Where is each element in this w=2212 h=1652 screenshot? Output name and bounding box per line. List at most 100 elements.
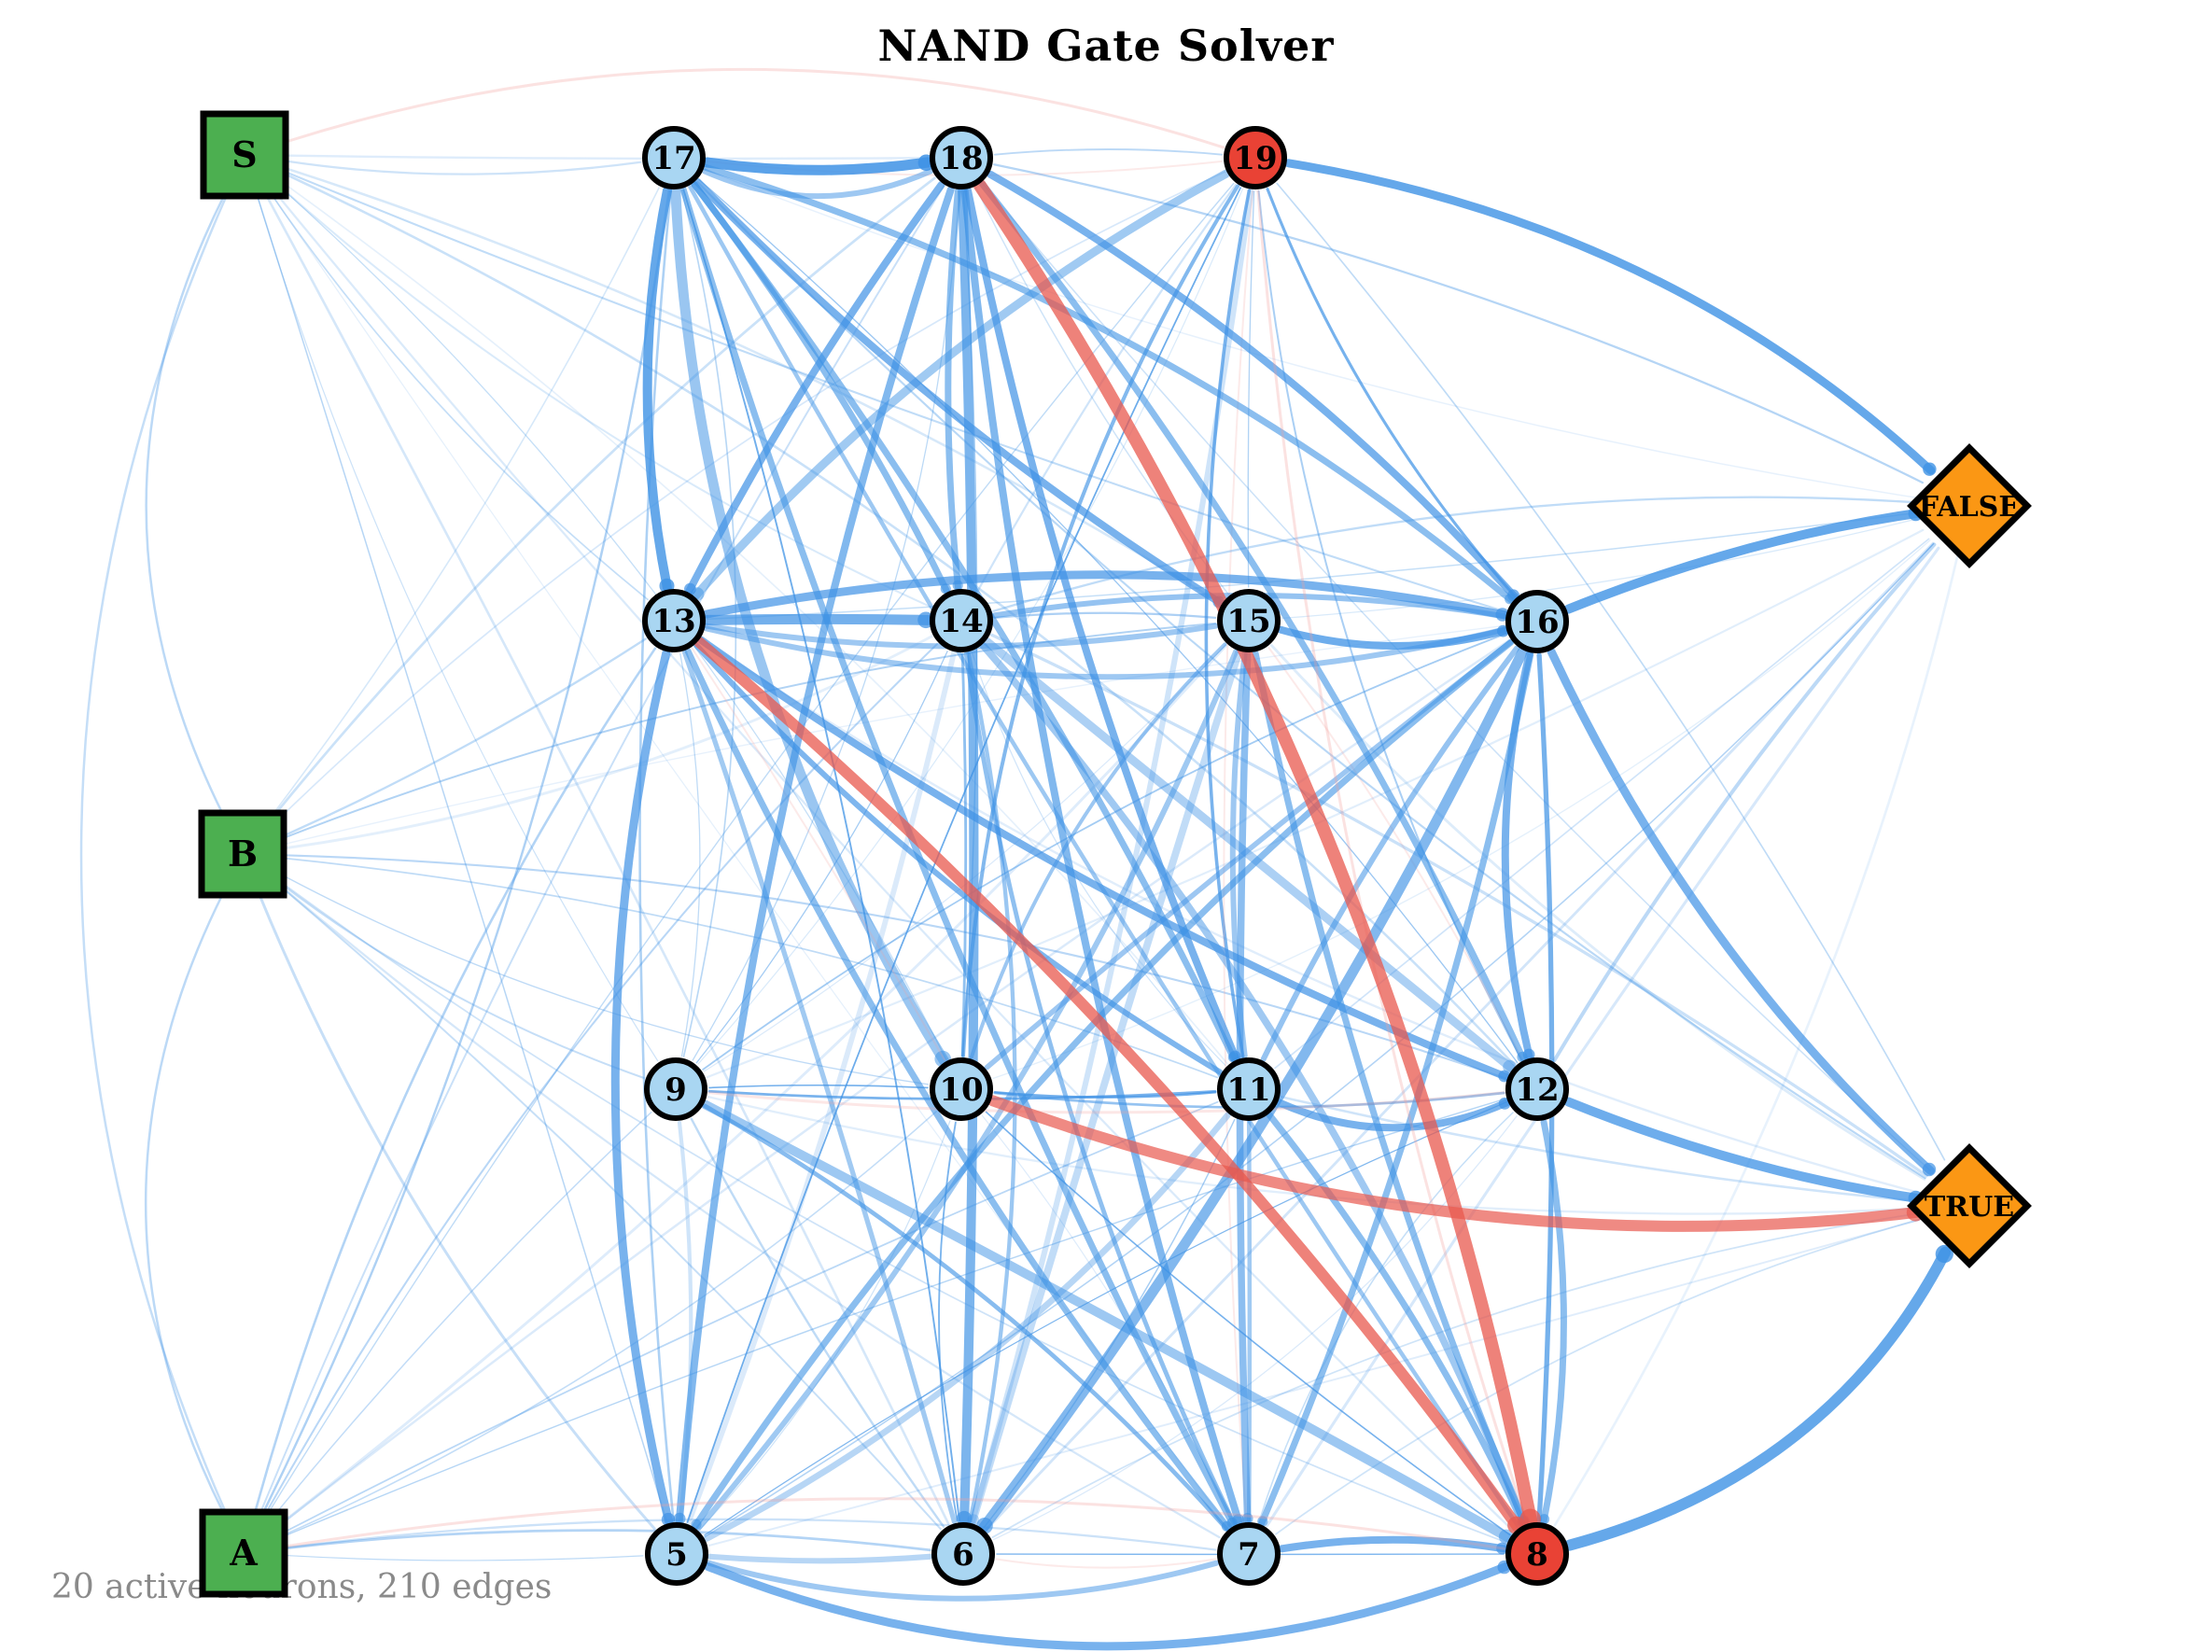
edge-B-16 <box>286 624 1505 845</box>
edge-B-8 <box>277 879 1507 1544</box>
edge-arrowhead <box>1241 1513 1253 1524</box>
edge-13-5 <box>610 649 673 1526</box>
graph-title: NAND Gate Solver <box>877 21 1335 71</box>
node-14: 14 <box>930 589 993 652</box>
edge-8-FALSE <box>1553 555 1959 1527</box>
edge-15-6 <box>969 649 1243 1526</box>
edge-9-FALSE <box>706 528 1925 1079</box>
edge-18-12 <box>978 180 1527 1062</box>
edge-A-5 <box>287 1555 644 1561</box>
edge-15-FALSE <box>1281 517 1920 620</box>
node-10: 10 <box>930 1057 993 1121</box>
edge-S-14 <box>276 183 932 609</box>
edge-A-12 <box>284 1098 1506 1537</box>
edge-17-TRUE <box>696 180 1926 1180</box>
edge-15-9 <box>703 644 1226 1072</box>
edge-5-8 <box>703 1561 1511 1651</box>
edge-18-FALSE <box>993 163 1925 484</box>
circle-marker <box>645 1522 708 1586</box>
edge-15-11 <box>1229 651 1248 1059</box>
circle-marker <box>1505 590 1569 653</box>
edge-arrowhead <box>1517 1051 1528 1063</box>
node-S: S <box>200 110 289 200</box>
circle-marker <box>644 1057 707 1121</box>
edge-17-13 <box>642 186 672 593</box>
node-17: 17 <box>642 126 706 189</box>
circle-marker <box>642 126 706 189</box>
edge-10-6 <box>938 1121 959 1522</box>
circle-marker <box>931 1522 995 1586</box>
edge-B-6 <box>275 882 942 1531</box>
edge-18-16 <box>987 170 1519 601</box>
node-label: 19 <box>1233 140 1277 177</box>
edge-A-17 <box>261 189 671 1515</box>
edge-B-13 <box>282 637 647 837</box>
node-9: 9 <box>644 1057 707 1121</box>
edge-12-7 <box>1258 1112 1514 1523</box>
edge-17-8 <box>688 185 1520 1529</box>
edge-B-5 <box>258 893 656 1531</box>
edge-B-10 <box>281 874 930 1085</box>
edge-17-6 <box>682 189 960 1522</box>
edge-19-5 <box>686 187 1241 1523</box>
edge-13-11 <box>693 642 1224 1075</box>
edge-19-11 <box>1204 189 1252 1058</box>
circle-marker <box>1217 589 1281 652</box>
node-15: 15 <box>1217 589 1281 652</box>
node-label: 14 <box>939 603 983 640</box>
edge-13-16 <box>702 570 1509 620</box>
node-label: TRUE <box>1925 1191 2014 1224</box>
edge-arrowhead <box>1538 1514 1550 1525</box>
edge-17-18 <box>702 157 933 175</box>
edge-17-10 <box>670 186 949 1066</box>
edge-16-TRUE <box>1547 648 1935 1175</box>
diamond-marker <box>1907 1143 2032 1268</box>
edge-B-14 <box>286 635 933 849</box>
node-7: 7 <box>1217 1522 1281 1586</box>
edge-S-6 <box>264 192 950 1526</box>
edge-18-8 <box>973 178 1538 1528</box>
edge-12-TRUE <box>1563 1097 1923 1203</box>
edge-17-18 <box>702 168 933 200</box>
edge-A-7 <box>287 1518 1217 1551</box>
circle-marker <box>1505 1057 1569 1121</box>
edge-15-8 <box>1252 650 1528 1527</box>
node-label: 9 <box>665 1071 687 1109</box>
edge-arrowhead <box>957 1510 973 1527</box>
node-13: 13 <box>642 589 706 652</box>
edges-layer-background <box>254 148 1959 1569</box>
edge-arrowhead <box>1221 1520 1232 1532</box>
edge-13-9 <box>679 652 701 1057</box>
edge-8-TRUE <box>1563 1246 1952 1551</box>
edge-B-18 <box>269 176 936 821</box>
circle-marker <box>930 1057 993 1121</box>
edge-19-FALSE <box>1284 159 1936 475</box>
edge-arrowhead <box>1923 462 1937 476</box>
edge-11-FALSE <box>1274 538 1930 1070</box>
edge-6-FALSE <box>985 541 1935 1532</box>
node-label: 12 <box>1515 1071 1559 1109</box>
edge-17-7 <box>679 187 1237 1528</box>
node-label: FALSE <box>1919 491 2020 524</box>
edge-arrowhead <box>1935 1244 1953 1264</box>
edge-9-8 <box>700 1099 1513 1543</box>
node-label: 7 <box>1238 1536 1260 1574</box>
edge-16-FALSE <box>1563 508 1923 614</box>
edge-B-19 <box>273 171 1226 824</box>
graph-caption: 20 active neurons, 210 edges <box>51 1568 552 1606</box>
node-label: 13 <box>651 603 695 640</box>
node-19: 19 <box>1224 126 1287 189</box>
edge-B-7 <box>275 881 1221 1539</box>
node-label: 11 <box>1226 1071 1270 1109</box>
edge-arrowhead <box>673 1512 686 1525</box>
edge-S-17 <box>287 160 642 175</box>
edge-13-14 <box>702 613 933 625</box>
circle-marker <box>642 589 706 652</box>
edge-19-7 <box>1223 189 1254 1522</box>
edge-9-12 <box>707 1091 1505 1114</box>
edge-S-5 <box>257 197 668 1523</box>
edge-B-A <box>145 892 225 1515</box>
node-label: 18 <box>939 140 983 177</box>
edge-19-TRUE <box>1276 182 1946 1161</box>
